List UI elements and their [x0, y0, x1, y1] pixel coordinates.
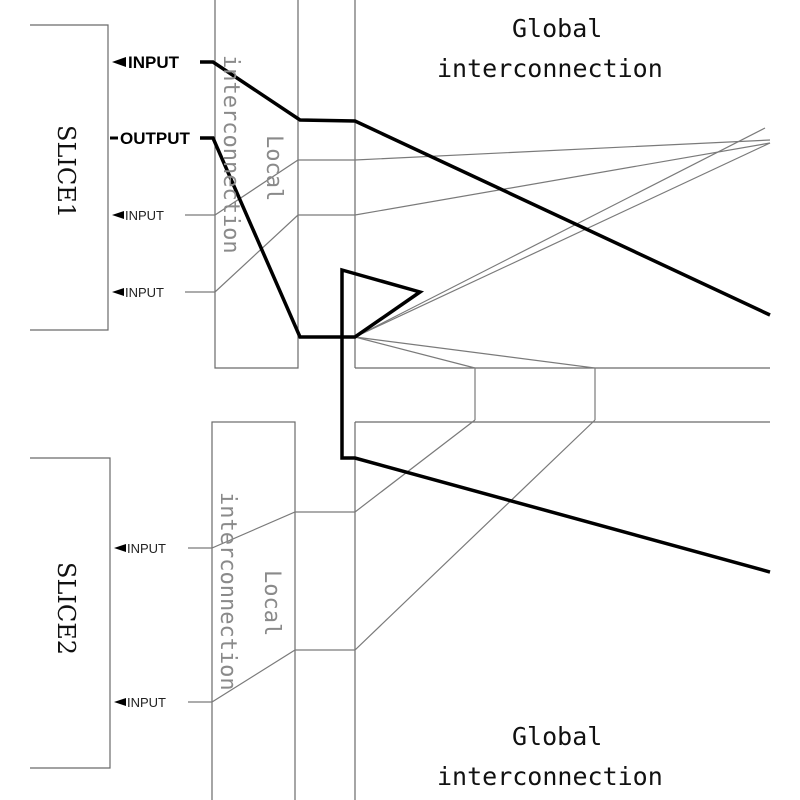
wire-slice1-input2	[185, 139, 771, 216]
slice2-input2-label: INPUT	[127, 695, 166, 710]
slice2-block	[30, 457, 111, 769]
local-interconnect-bottom-box	[211, 421, 296, 800]
global-interconnect-top-line1: Global	[512, 14, 602, 43]
local-interconnect-top-line2: interconnection	[218, 55, 243, 254]
wire-fanout-diagonal-1	[354, 127, 766, 338]
wire-slice2-input2	[188, 419, 596, 703]
global-interconnect-bottom-line1: Global	[512, 722, 602, 751]
slice1-input2-label: INPUT	[125, 208, 164, 223]
local-interconnect-top-line1: Local	[261, 135, 286, 201]
routed-path-slice1-output	[200, 136, 771, 574]
wire-slice1-input3	[185, 142, 771, 293]
slice2-input1-label: INPUT	[127, 541, 166, 556]
slice1-input-label: INPUT	[128, 53, 180, 72]
slice1-name: SLICE1	[52, 125, 80, 218]
slice1-block	[30, 24, 109, 331]
slice1-output-label: OUTPUT	[120, 129, 191, 148]
slice2-name: SLICE2	[52, 562, 80, 655]
global-interconnect-bottom-line2: interconnection	[437, 762, 663, 791]
wire-slice2-input1	[188, 419, 476, 549]
local-interconnect-bottom-line1: Local	[259, 570, 284, 636]
local-interconnect-bottom-line2: interconnection	[215, 492, 240, 691]
arrow-slice1-input2	[112, 211, 124, 219]
arrow-slice2-input1	[114, 544, 126, 552]
wire-fanout-to-vertical-2	[354, 336, 596, 420]
wire-fanout-diagonal-2	[354, 142, 771, 338]
slice1-input3-label: INPUT	[125, 285, 164, 300]
wire-fanout-to-vertical-1	[354, 336, 476, 420]
arrow-slice1-input3	[112, 288, 124, 296]
routed-path-slice1-input	[200, 60, 771, 317]
global-interconnect-top-line2: interconnection	[437, 54, 663, 83]
arrow-slice1-input	[112, 57, 126, 67]
arrow-slice2-input2	[114, 698, 126, 706]
local-interconnect-top-box	[214, 0, 299, 369]
